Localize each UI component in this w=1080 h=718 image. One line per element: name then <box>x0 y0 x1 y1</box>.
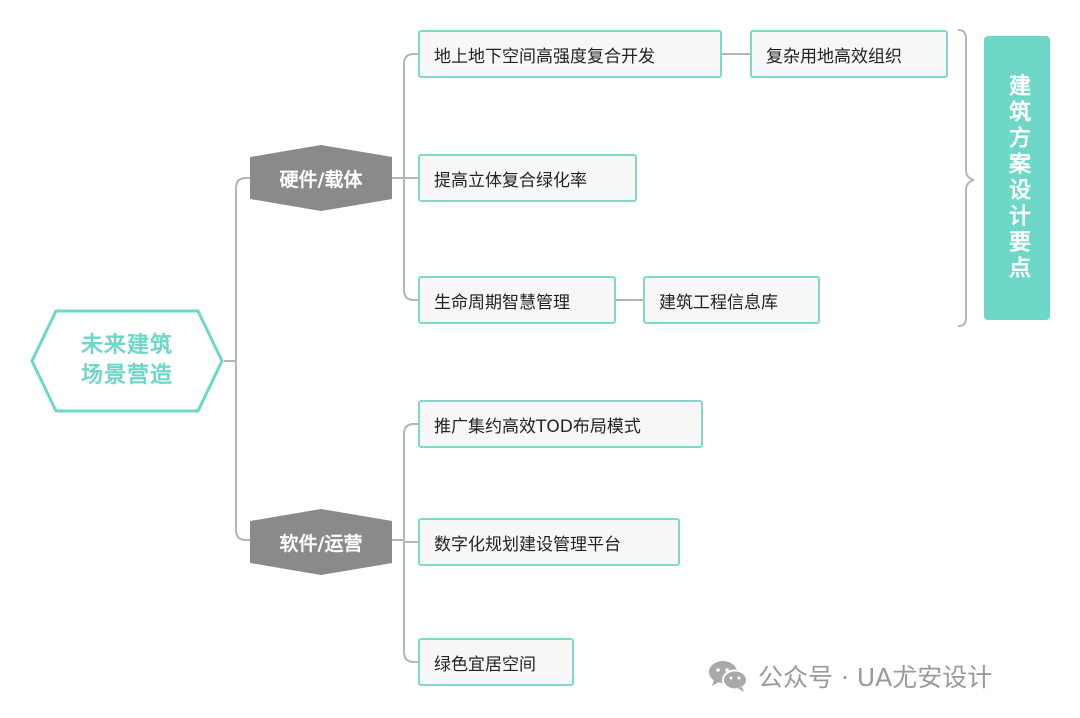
node-green-rate[interactable]: 提高立体复合绿化率 <box>418 154 637 202</box>
node-livable-space[interactable]: 绿色宜居空间 <box>418 638 574 686</box>
node-mixed-development[interactable]: 地上地下空间高强度复合开发 <box>418 30 722 78</box>
branch-hardware[interactable]: 硬件/载体 <box>250 143 392 213</box>
watermark: 公众号 · UA尤安设计 <box>708 656 992 696</box>
node-digital-platform[interactable]: 数字化规划建设管理平台 <box>418 518 680 566</box>
design-points-label: 建筑方案设计要点 <box>984 36 1050 320</box>
wechat-icon <box>709 661 748 692</box>
branch-label: 软件/运营 <box>279 532 363 555</box>
node-lifecycle-management[interactable]: 生命周期智慧管理 <box>418 276 616 324</box>
branch-software[interactable]: 软件/运营 <box>250 507 392 577</box>
watermark-text: 公众号 · UA尤安设计 <box>758 663 993 692</box>
root-hexagon-shape <box>30 309 224 413</box>
branch-hexagon-shape <box>250 145 392 211</box>
root-node[interactable]: 未来建筑 场景营造 <box>30 309 224 413</box>
branch-hexagon-shape <box>250 509 392 575</box>
root-label: 未来建筑 场景营造 <box>80 333 173 388</box>
design-points-text: 建筑方案设计要点 <box>1005 74 1030 282</box>
branch-label: 硬件/载体 <box>279 168 363 191</box>
node-tod-layout[interactable]: 推广集约高效TOD布局模式 <box>418 400 703 448</box>
node-land-organization[interactable]: 复杂用地高效组织 <box>750 30 948 78</box>
node-engineering-database[interactable]: 建筑工程信息库 <box>643 276 820 324</box>
